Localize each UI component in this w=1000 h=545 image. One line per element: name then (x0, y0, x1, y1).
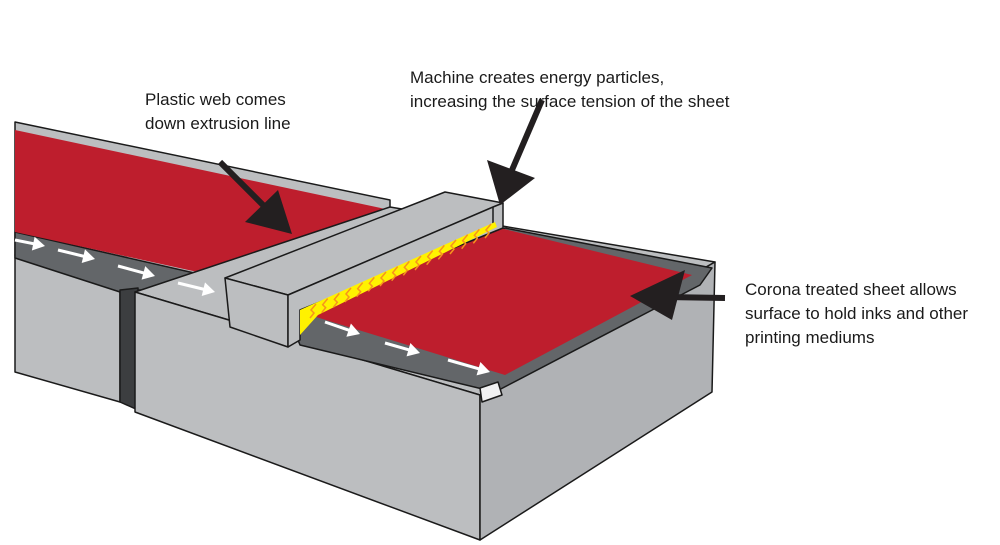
corona-sheet-pointer-arrow (630, 270, 726, 320)
flow-arrow (57, 248, 95, 263)
spark (379, 271, 387, 287)
flow-arrows (14, 236, 490, 376)
spark (356, 282, 364, 298)
spark (461, 234, 469, 250)
flow-arrow (324, 320, 360, 337)
flow-arrow (14, 236, 45, 251)
spark (309, 303, 317, 319)
spark (472, 228, 480, 244)
plastic-web-label-line-1: Plastic web comes (145, 90, 286, 109)
plastic-web-label-line-2: down extrusion line (145, 114, 291, 133)
spark (426, 250, 434, 266)
machine-pointer-arrow (487, 98, 545, 205)
spark (321, 298, 329, 314)
roller (479, 381, 503, 403)
corona-label-line-2: surface to hold inks and other (745, 304, 969, 323)
right-sheet (300, 228, 692, 375)
plastic-web-label: Plastic web comes down extrusion line (145, 88, 291, 136)
spark (344, 287, 352, 303)
spark (449, 239, 457, 255)
spark (367, 276, 375, 292)
emitter-yellow (300, 222, 497, 335)
spark (391, 266, 399, 282)
flow-arrow (384, 341, 420, 357)
spark (402, 260, 410, 276)
plastic-web-pointer-arrow (217, 159, 292, 234)
corona-label: Corona treated sheet allows surface to h… (745, 278, 968, 350)
spark (414, 255, 422, 271)
machine-label: Machine creates energy particles, increa… (410, 66, 729, 114)
corona-label-line-3: printing mediums (745, 328, 875, 347)
spark (437, 244, 445, 260)
energy-sparks (309, 223, 492, 319)
machine-label-line-1: Machine creates energy particles, (410, 68, 665, 87)
corona-label-line-1: Corona treated sheet allows (745, 280, 957, 299)
flow-arrow (117, 264, 155, 280)
flow-arrow (177, 281, 215, 296)
spark (332, 292, 340, 308)
machine-label-line-2: increasing the surface tension of the sh… (410, 92, 730, 111)
flow-arrow (447, 358, 490, 376)
spark (484, 223, 492, 239)
